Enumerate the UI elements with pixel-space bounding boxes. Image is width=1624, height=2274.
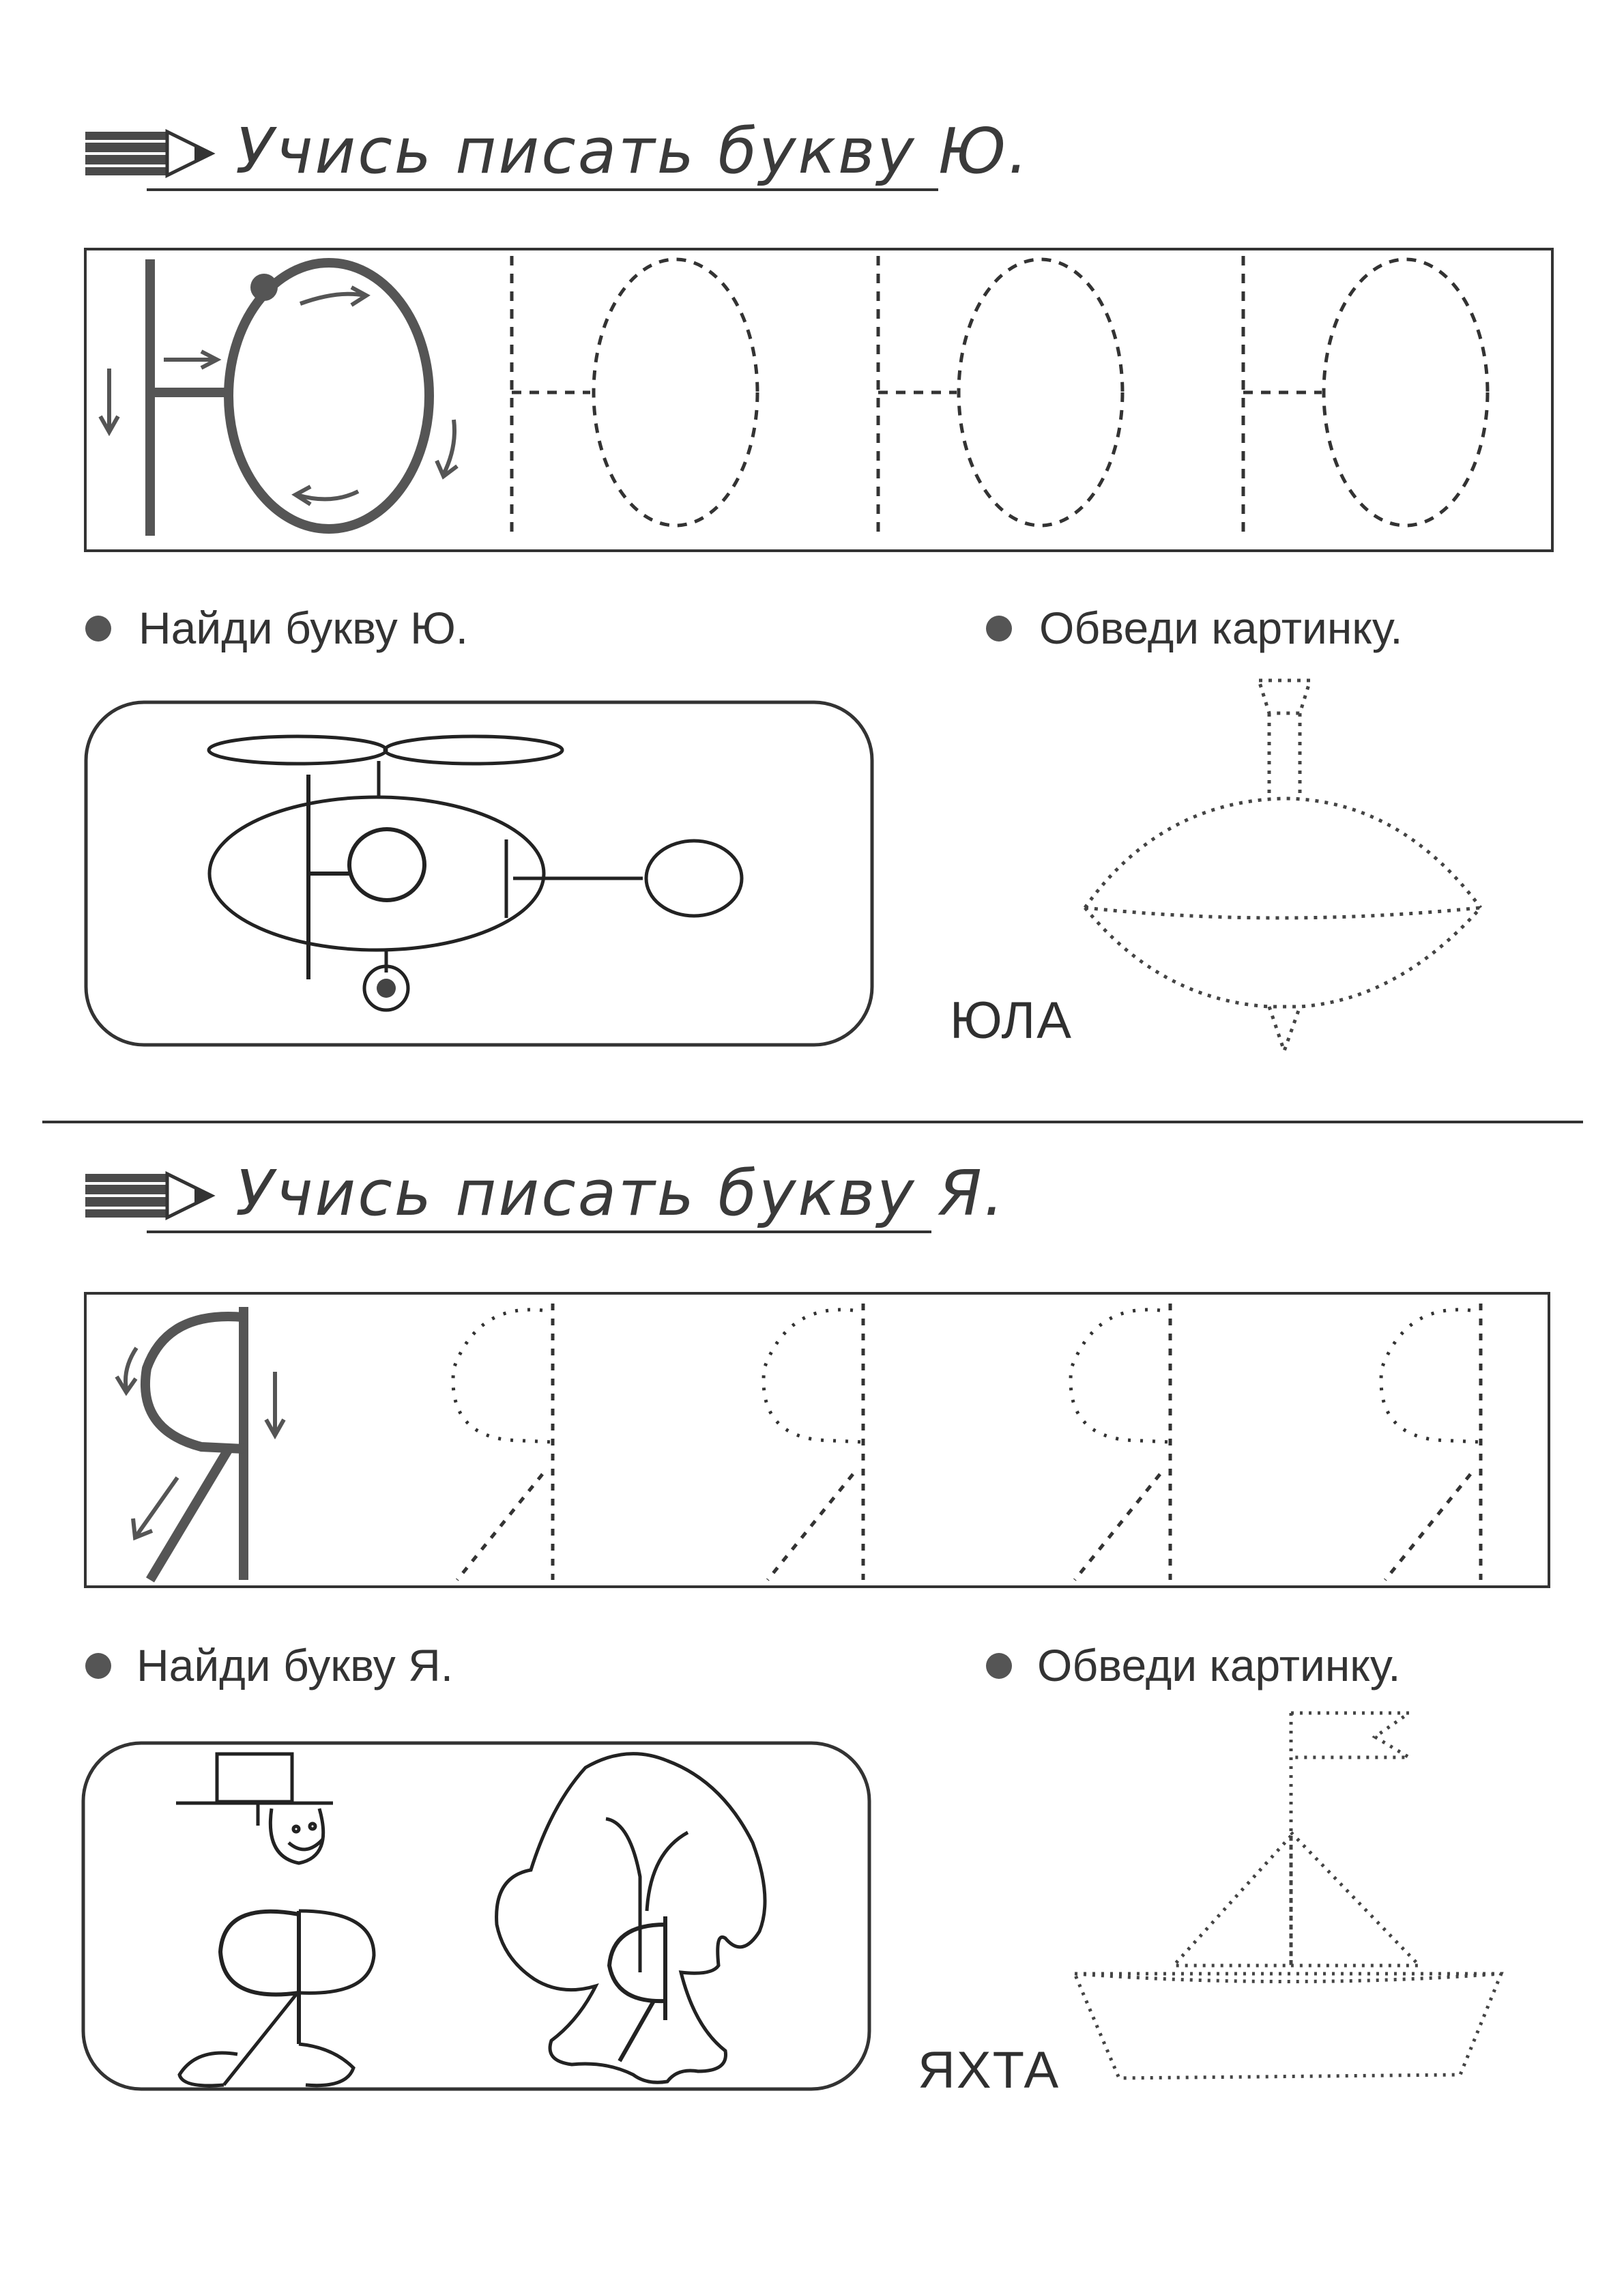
bullet-icon — [85, 1653, 111, 1679]
section-title: Учись писать букву Я. — [235, 1157, 1006, 1230]
yacht-picture — [1072, 1711, 1504, 2080]
bullet-icon — [986, 1653, 1012, 1679]
task-trace-label: Обведи картинку. — [1037, 1640, 1401, 1690]
task-trace-label: Обведи картинку. — [1039, 603, 1403, 653]
task-find-label: Найди букву Я. — [136, 1640, 454, 1690]
caption-word: ЯХТА — [918, 2041, 1060, 2099]
caption-word: ЮЛА — [950, 992, 1073, 1050]
title-underline — [147, 1230, 931, 1233]
yu-writing-strip — [84, 248, 1554, 552]
bullet-icon — [85, 616, 111, 642]
helicopter-picture — [84, 700, 874, 1047]
ya-writing-strip — [84, 1292, 1550, 1588]
sample-letter-yu — [98, 258, 459, 536]
title-underline — [147, 188, 938, 191]
task-find-label: Найди букву Ю. — [139, 603, 469, 653]
bullet-icon — [986, 616, 1012, 642]
man-and-tree-picture — [81, 1741, 871, 2091]
spinning-top-picture — [1083, 678, 1482, 1056]
sample-letter-ya — [140, 1307, 248, 1583]
pencil-icon — [85, 1170, 216, 1221]
dotted-letters-yu — [510, 256, 1490, 536]
dotted-letters-ya — [451, 1304, 1483, 1581]
section-divider — [42, 1121, 1583, 1123]
section-title: Учись писать букву Ю. — [235, 115, 1030, 188]
pencil-icon — [85, 128, 216, 179]
